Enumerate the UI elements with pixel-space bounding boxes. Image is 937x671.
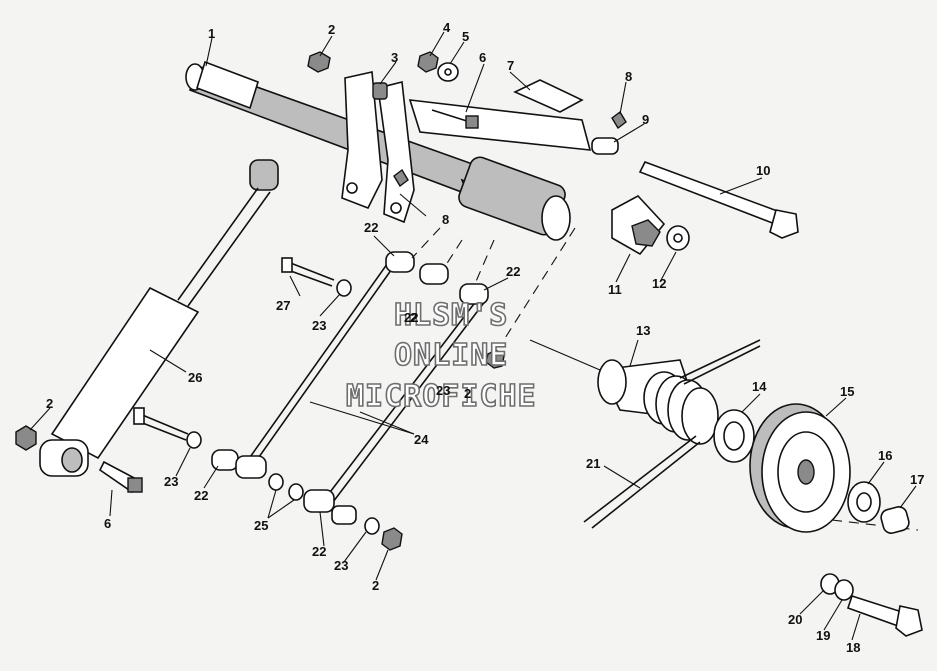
callout-11: 11 [608,282,622,297]
bushing-22-a [385,251,415,273]
washer-16 [847,481,881,523]
washer-25-b [288,483,304,501]
callout-24: 24 [414,432,429,447]
nut-2-top [307,51,331,73]
callout-23-c: 23 [164,474,178,489]
callout-23-a: 23 [312,318,326,333]
callout-13: 13 [636,323,650,338]
callout-18: 18 [846,640,860,655]
bolt-27 [281,257,335,287]
nut-4 [417,51,439,73]
washer-25-a [268,473,284,491]
callout-17: 17 [910,472,924,487]
pin-9 [591,137,619,155]
bushing-17 [880,506,910,534]
nut-2-center [485,349,505,369]
callout-14: 14 [752,379,767,394]
callout-26: 26 [188,370,202,385]
callout-23-d: 23 [334,558,348,573]
nut-2-left [15,425,37,451]
link-24 [247,259,487,507]
washer-5 [437,62,459,82]
callout-10: 10 [756,163,770,178]
callout-23-b: 23 [436,383,450,398]
slider-11 [611,195,666,256]
fitting-8-lower [393,168,409,188]
watermark-line-3: MICROFICHE [346,379,537,414]
bushing-22-b [419,263,449,285]
long-bolt-10 [638,161,799,239]
callout-3: 3 [391,50,398,65]
washer-12 [666,225,690,251]
callout-8-top: 8 [625,69,632,84]
nut-2-bottom [381,527,403,551]
callout-6-top: 6 [479,50,486,65]
watermark-line-1: HLSM'S [394,298,508,333]
assembly-lines [411,227,919,531]
bolt-18 [846,594,923,637]
callout-27: 27 [276,298,290,313]
callout-2-top: 2 [328,22,335,37]
pivot-arm-part [341,71,415,224]
callout-1: 1 [208,26,215,41]
spring-arm-21 [529,339,701,529]
callout-16: 16 [878,448,892,463]
callout-22-e: 22 [312,544,326,559]
callout-25: 25 [254,518,268,533]
bushing-22-d [211,449,267,479]
callout-6-left: 6 [104,516,111,531]
callout-22-d: 22 [194,488,208,503]
bushing-3 [372,82,388,100]
bracket-part [408,79,592,151]
bolt-23-b [133,407,189,441]
callout-7: 7 [507,58,514,73]
roller-part [458,156,571,241]
fitting-8-top [611,110,627,130]
callout-2-center-b: 2 [410,310,417,325]
leader-lines [29,31,917,641]
shock-absorber-26 [39,159,279,477]
bolt-6-left [98,460,143,494]
callout-22-a: 22 [364,220,378,235]
callout-22-b: 22 [506,264,520,279]
callout-19: 19 [816,628,830,643]
bushing-22-e [303,489,357,525]
washer-23-b [186,431,202,449]
callout-labels: 1 2 3 4 5 6 7 8 8 9 10 11 12 13 14 15 16… [46,20,924,655]
callout-2-bottom: 2 [372,578,379,593]
callout-21: 21 [586,456,600,471]
washer-19 [834,579,854,601]
callout-2-center: 2 [464,386,471,401]
bushing-22-c [459,283,489,305]
callout-12: 12 [652,276,666,291]
spring-13 [597,339,761,445]
callout-4: 4 [443,20,451,35]
callout-5: 5 [462,29,469,44]
idler-wheel-15 [749,403,851,533]
callout-15: 15 [840,384,854,399]
callout-20: 20 [788,612,802,627]
washer-23-a [336,279,352,297]
callout-22-c: 22 [404,310,418,325]
washer-23-c [364,517,380,535]
callout-8-mid: 8 [442,212,449,227]
watermark-line-2: ONLINE [394,338,508,373]
washer-14 [713,409,755,463]
callout-2-left: 2 [46,396,53,411]
bolt-6-top [431,109,479,129]
callout-9: 9 [642,112,649,127]
